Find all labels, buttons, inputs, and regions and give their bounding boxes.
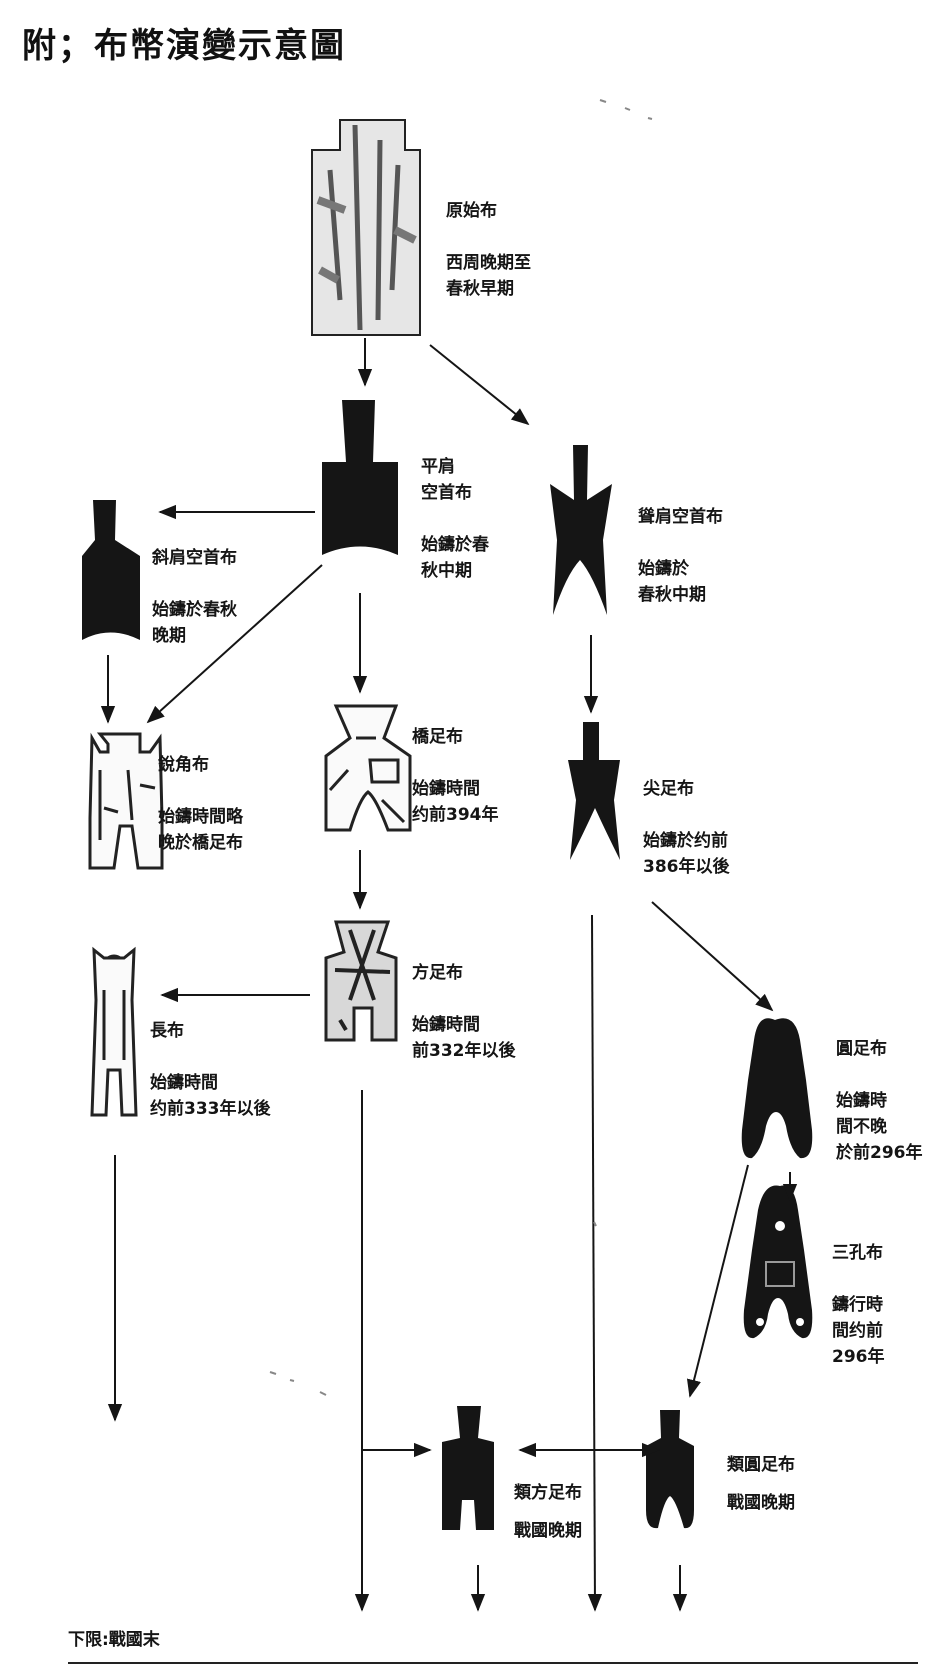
name-yuanzu: 圓足布 [836,1039,887,1059]
name-jianzu: 尖足布 [643,779,694,799]
label-leiyuan: 類圓足布 戰國晚期 [727,1452,795,1516]
name-pingjian-2: 空首布 [421,483,472,503]
arrow-jianzu-end [587,914,603,1612]
label-yuanshi: 原始布 西周晚期至 春秋早期 [446,198,531,302]
date-jianzu-1: 始鑄於约前 [643,831,728,851]
coin-xiejian-icon [82,500,140,640]
name-sankong: 三孔布 [832,1243,883,1263]
name-qiaozu: 橋足布 [412,727,463,747]
name-yuanshi: 原始布 [446,201,497,221]
date-xiejian-1: 始鑄於春秋 [152,600,237,620]
footer-divider [68,1662,918,1664]
date-pingjian-2: 秋中期 [421,561,472,581]
coin-yuanzu-icon [741,1018,813,1159]
label-songjian: 聳肩空首布 始鑄於 春秋中期 [638,504,723,608]
label-sankong: 三孔布 鑄行時 間约前 296年 [832,1240,885,1370]
date-changbu-1: 始鑄時間 [150,1073,218,1093]
page-title: 附；布幣演變示意圖 [22,26,346,66]
date-yuanzu-2: 間不晚 [836,1117,887,1137]
arrow-jianzu-yuanzu [651,901,774,1012]
arrow-pingjian-ruijiao [146,564,323,724]
label-pingjian: 平肩 空首布 始鑄於春 秋中期 [421,454,489,584]
name-xiejian: 斜肩空首布 [152,548,237,568]
date-ruijiao-1: 始鑄時間略 [158,807,243,827]
coin-leifang-icon [442,1406,494,1530]
scan-marks [269,99,653,1396]
date-leiyuan: 戰國晚期 [727,1493,795,1513]
date-xiejian-2: 晚期 [152,626,186,646]
name-leiyuan: 類圓足布 [727,1455,795,1475]
coin-yuanshi-icon [311,119,421,336]
date-jianzu-2: 386年以後 [643,857,730,877]
date-songjian-1: 始鑄於 [638,559,689,579]
date-fangzu-1: 始鑄時間 [412,1015,480,1035]
label-leifang: 類方足布 戰國晚期 [514,1480,582,1544]
name-leifang: 類方足布 [514,1483,582,1503]
date-pingjian-1: 始鑄於春 [421,535,489,555]
label-qiaozu: 橋足布 始鑄時間 约前394年 [412,724,499,828]
coin-sankong-icon [743,1185,813,1339]
coin-leiyuan-icon [646,1410,694,1529]
date-yuanshi-1: 西周晚期至 [446,253,531,273]
date-yuanshi-2: 春秋早期 [446,279,514,299]
name-pingjian-1: 平肩 [421,457,455,477]
date-qiaozu-1: 始鑄時間 [412,779,480,799]
coin-pingjian-icon [322,400,398,555]
label-changbu: 長布 始鑄時間 约前333年以後 [150,1018,271,1122]
coin-jianzu-icon [568,722,620,860]
date-yuanzu-3: 於前296年 [836,1143,923,1163]
date-changbu-2: 约前333年以後 [150,1099,271,1119]
date-songjian-2: 春秋中期 [638,585,706,605]
date-leifang: 戰國晚期 [514,1521,582,1541]
label-ruijiao: 銳角布 始鑄時間略 晚於橋足布 [158,752,243,856]
coin-changbu-icon [90,946,138,1117]
name-songjian: 聳肩空首布 [638,507,723,527]
date-sankong-3: 296年 [832,1347,885,1367]
date-qiaozu-2: 约前394年 [412,805,499,825]
date-yuanzu-1: 始鑄時 [836,1091,887,1111]
label-yuanzu: 圓足布 始鑄時 間不晚 於前296年 [836,1036,923,1166]
date-fangzu-2: 前332年以後 [412,1041,516,1061]
label-fangzu: 方足布 始鑄時間 前332年以後 [412,960,516,1064]
coin-ruijiao-icon [88,732,164,870]
name-ruijiao: 銳角布 [158,755,209,775]
date-sankong-1: 鑄行時 [832,1295,883,1315]
date-ruijiao-2: 晚於橋足布 [158,833,243,853]
coin-qiaozu-icon [324,704,412,832]
coin-songjian-icon [550,445,612,615]
coin-fangzu-icon [324,920,398,1042]
arrow-yuanshi-songjian [429,344,530,426]
label-jianzu: 尖足布 始鑄於约前 386年以後 [643,776,730,880]
name-fangzu: 方足布 [412,963,463,983]
name-changbu: 長布 [150,1021,184,1041]
label-xiejian: 斜肩空首布 始鑄於春秋 晚期 [152,545,237,649]
date-sankong-2: 間约前 [832,1321,883,1341]
arrow-yuanzu-leiyuan [686,1164,749,1398]
footer-lower-limit: 下限:戰國末 [68,1630,160,1650]
